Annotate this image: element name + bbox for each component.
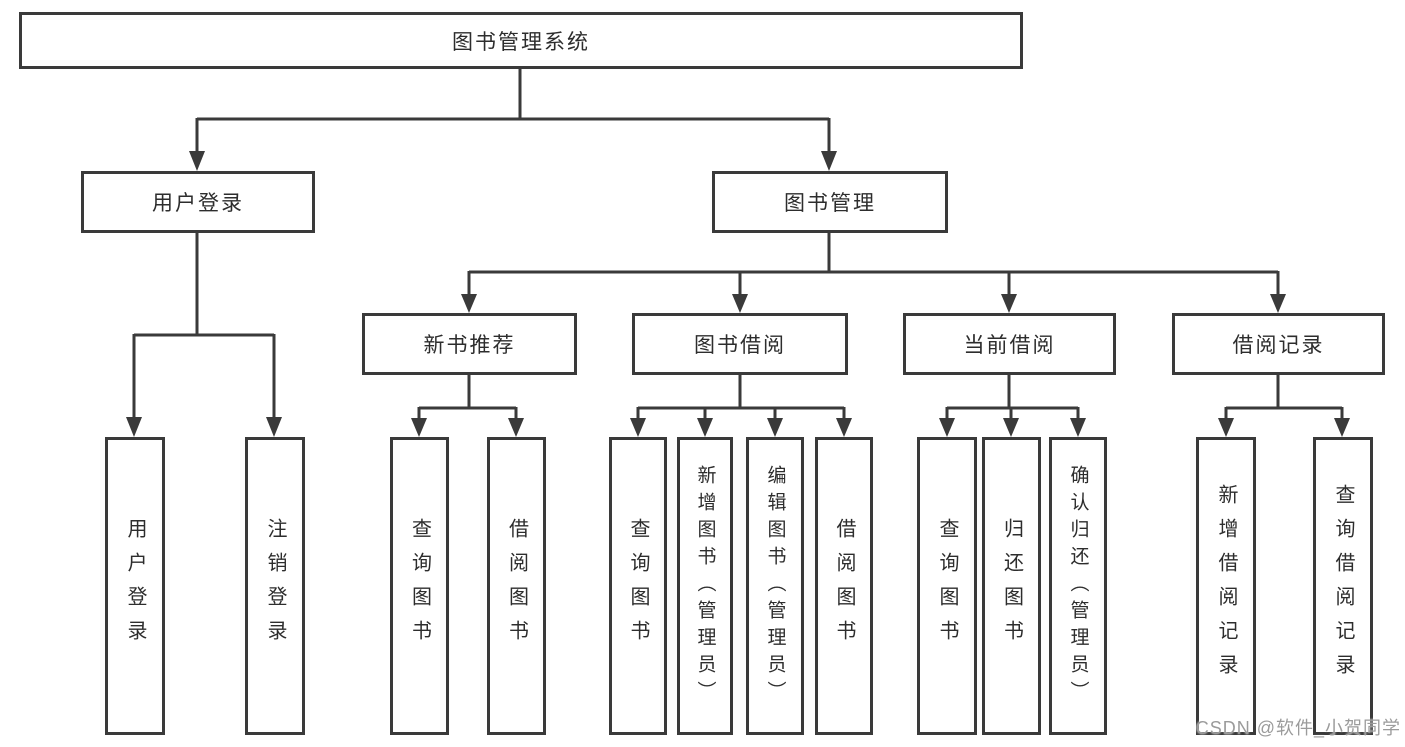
leaf-query-books-3: 查询图书 — [917, 437, 977, 735]
connector-book-borrow-children — [630, 375, 852, 437]
leaf-user-login: 用户登录 — [105, 437, 165, 735]
node-borrow-record: 借阅记录 — [1172, 313, 1385, 375]
leaf-borrow-books-2: 借阅图书 — [815, 437, 873, 735]
leaf-edit-books-admin: 编辑图书（管理员） — [746, 437, 804, 735]
connector-borrow-record-children — [1218, 375, 1350, 437]
watermark: CSDN @软件_小贺同学 — [1195, 718, 1401, 738]
node-user-login: 用户登录 — [81, 171, 315, 233]
leaf-confirm-return-admin: 确认归还（管理员） — [1049, 437, 1107, 735]
leaf-label: 查询图书 — [936, 518, 958, 654]
leaf-query-books-1: 查询图书 — [390, 437, 449, 735]
leaf-query-books-2: 查询图书 — [609, 437, 667, 735]
node-book-borrow: 图书借阅 — [632, 313, 848, 375]
node-label: 新书推荐 — [423, 334, 516, 357]
leaf-label: 注销登录 — [264, 518, 286, 654]
leaf-borrow-books-1: 借阅图书 — [487, 437, 546, 735]
leaf-label: 确认归还（管理员） — [1067, 464, 1089, 708]
leaf-logout: 注销登录 — [245, 437, 305, 735]
node-new-book-recommend: 新书推荐 — [362, 313, 577, 375]
leaf-add-borrow-record: 新增借阅记录 — [1196, 437, 1256, 735]
connector-book-management-children — [461, 233, 1286, 313]
node-label: 图书管理 — [784, 192, 876, 215]
connector-new-book-children — [411, 375, 524, 437]
leaf-add-books-admin: 新增图书（管理员） — [677, 437, 733, 735]
leaf-label: 借阅图书 — [833, 518, 855, 654]
leaf-label: 查询图书 — [408, 518, 431, 654]
connector-current-borrow-children — [939, 375, 1086, 437]
node-label: 用户登录 — [152, 192, 244, 215]
leaf-label: 新增图书（管理员） — [694, 464, 716, 708]
leaf-label: 查询图书 — [627, 518, 649, 654]
node-book-management: 图书管理 — [712, 171, 948, 233]
node-label: 图书借阅 — [694, 334, 786, 357]
node-current-borrow: 当前借阅 — [903, 313, 1116, 375]
leaf-label: 借阅图书 — [505, 518, 528, 654]
leaf-label: 归还图书 — [1000, 518, 1023, 654]
leaf-label: 新增借阅记录 — [1215, 484, 1237, 688]
leaf-return-books: 归还图书 — [982, 437, 1041, 735]
connector-user-login-children — [126, 233, 282, 437]
node-label: 当前借阅 — [963, 334, 1056, 357]
leaf-label: 用户登录 — [124, 518, 146, 654]
connector-root-to-level2 — [189, 68, 837, 171]
leaf-query-borrow-record: 查询借阅记录 — [1313, 437, 1373, 735]
leaf-label: 查询借阅记录 — [1332, 484, 1354, 688]
node-label: 借阅记录 — [1232, 334, 1325, 357]
node-label: 图书管理系统 — [452, 30, 590, 54]
leaf-label: 编辑图书（管理员） — [764, 464, 786, 708]
node-library-management-system: 图书管理系统 — [19, 12, 1023, 69]
